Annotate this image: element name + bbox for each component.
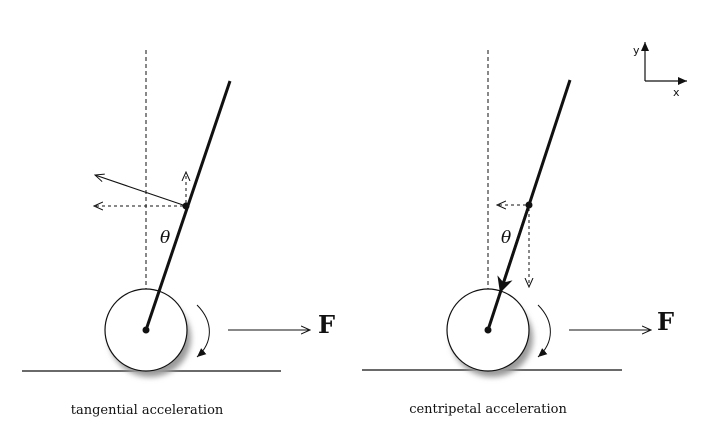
- rotation-arrow-right: [537, 304, 551, 358]
- angle-label-left: θ: [160, 228, 170, 248]
- tangential-acceleration-arrow: [95, 175, 187, 207]
- pivot-dot-right: [484, 326, 492, 334]
- y-axis-label: y: [633, 44, 640, 57]
- centripetal-acceleration-arrow: [497, 204, 531, 294]
- pivot-dot-left: [142, 326, 150, 334]
- axes-indicator: y x: [633, 42, 687, 99]
- force-label-left: F: [318, 310, 335, 339]
- x-axis-label: x: [673, 86, 680, 99]
- caption-left: tangential acceleration: [71, 403, 224, 418]
- force-label-right: F: [657, 307, 674, 336]
- angle-label-right: θ: [501, 228, 511, 248]
- right-panel: θ F centripetal acceleration: [362, 50, 674, 417]
- caption-right: centripetal acceleration: [409, 402, 567, 417]
- left-panel: θ F tangential acceleration: [22, 50, 335, 418]
- rotation-arrow-left: [196, 304, 210, 358]
